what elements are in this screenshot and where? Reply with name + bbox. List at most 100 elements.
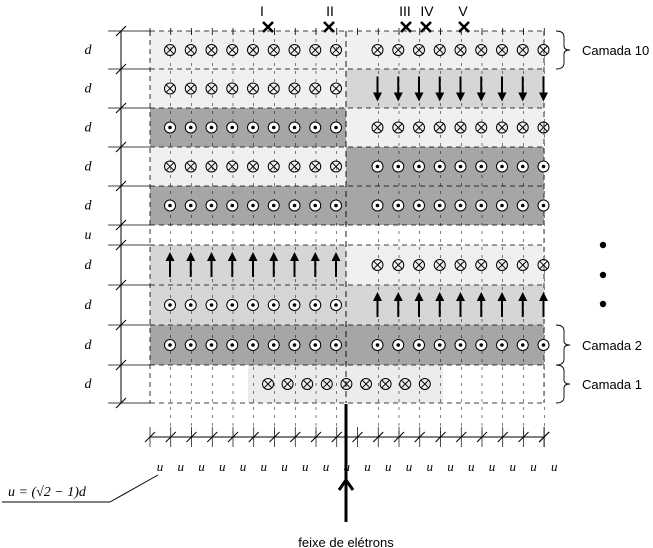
into-page-symbol xyxy=(205,82,218,95)
into-page-symbol xyxy=(205,44,218,56)
out-of-page-symbol xyxy=(433,339,446,351)
into-page-symbol xyxy=(205,160,218,173)
segment-label: u xyxy=(261,459,268,474)
into-page-symbol xyxy=(454,259,467,271)
into-page-symbol xyxy=(392,259,405,271)
layer-size-label: d xyxy=(85,160,93,175)
segment-label: u xyxy=(551,459,558,474)
out-of-page-symbol xyxy=(205,121,218,134)
arrow-head xyxy=(227,252,237,261)
ellipsis-dot xyxy=(599,271,607,279)
dimension-tick xyxy=(115,239,127,251)
into-page-symbol xyxy=(288,160,301,173)
out-of-page-symbol xyxy=(496,160,508,173)
layer-band-partial xyxy=(248,365,443,403)
dimension-tick xyxy=(115,141,127,153)
into-page-symbol xyxy=(301,378,314,390)
out-of-page-symbol xyxy=(288,299,301,311)
out-of-page-symbol xyxy=(454,199,467,212)
into-page-symbol xyxy=(516,259,529,271)
out-of-page-symbol xyxy=(413,199,425,212)
arrow-head xyxy=(414,92,424,102)
into-page-symbol xyxy=(371,44,384,56)
into-page-symbol xyxy=(537,121,550,134)
out-of-page-symbol xyxy=(288,199,301,212)
out-of-page-symbol xyxy=(413,339,425,351)
segment-label: u xyxy=(406,459,413,474)
dimension-tick xyxy=(115,279,127,291)
into-page-symbol xyxy=(379,378,392,390)
out-of-page-symbol xyxy=(330,199,342,212)
arrow-head xyxy=(207,252,216,261)
into-page-symbol xyxy=(475,44,488,56)
dimension-tick xyxy=(115,397,127,409)
into-page-symbol xyxy=(226,44,239,56)
into-page-symbol xyxy=(330,44,342,56)
dimension-tick xyxy=(248,431,260,443)
into-page-symbol xyxy=(413,121,425,134)
dimension-tick xyxy=(455,431,467,443)
layer-size-label: d xyxy=(85,258,93,273)
out-of-page-symbol xyxy=(247,199,259,212)
into-page-symbol xyxy=(496,121,508,134)
arrow-head xyxy=(476,292,486,301)
out-of-page-symbol xyxy=(205,339,218,351)
layer-size-label: d xyxy=(85,377,93,392)
into-page-symbol xyxy=(164,160,176,173)
segment-label: u xyxy=(302,459,309,474)
into-page-symbol xyxy=(288,82,301,95)
into-page-symbol xyxy=(267,160,280,173)
out-of-page-symbol xyxy=(371,339,384,351)
into-page-symbol xyxy=(184,82,197,95)
out-of-page-symbol xyxy=(184,299,197,311)
column-marker xyxy=(323,21,335,33)
out-of-page-symbol xyxy=(205,199,218,212)
segment-label: u xyxy=(198,459,205,474)
arrow-head xyxy=(497,292,507,301)
into-page-symbol xyxy=(516,121,529,134)
segment-label: u xyxy=(219,459,226,474)
dimension-tick xyxy=(186,431,197,443)
layer-tag: Camada 10 xyxy=(582,43,649,58)
brace-camada-2 xyxy=(555,324,571,366)
formula-annotation: u = (√2 − 1)d xyxy=(2,474,159,503)
arrow-head xyxy=(393,92,403,102)
arrow-head xyxy=(456,292,465,301)
out-of-page-symbol xyxy=(309,299,322,311)
column-marker xyxy=(400,21,412,33)
column-marker xyxy=(420,21,432,33)
into-page-symbol xyxy=(392,44,405,56)
dimension-tick xyxy=(115,180,127,192)
out-of-page-symbol xyxy=(330,121,342,134)
out-of-page-symbol xyxy=(226,121,239,134)
segment-label: u xyxy=(157,459,164,474)
into-page-symbol xyxy=(309,44,322,56)
out-of-page-symbol xyxy=(454,160,467,173)
segment-label: u xyxy=(510,459,517,474)
into-page-symbol xyxy=(475,259,488,271)
arrow-head xyxy=(435,292,445,301)
segment-label: u xyxy=(468,459,475,474)
layer-tag: Camada 1 xyxy=(582,377,642,392)
dimension-tick xyxy=(115,63,127,75)
into-page-symbol xyxy=(320,378,333,390)
into-page-symbol xyxy=(454,44,467,56)
arrow-head xyxy=(310,252,320,261)
into-page-symbol xyxy=(330,82,342,95)
into-page-symbol xyxy=(226,82,239,95)
formula-text: u = (√2 − 1)d xyxy=(8,485,87,500)
segment-label: u xyxy=(323,459,330,474)
out-of-page-symbol xyxy=(164,121,176,134)
out-of-page-symbol xyxy=(454,339,467,351)
into-page-symbol xyxy=(516,44,529,56)
out-of-page-symbol xyxy=(226,299,239,311)
out-of-page-symbol xyxy=(288,339,301,351)
into-page-symbol xyxy=(454,121,467,134)
arrow-head xyxy=(393,292,403,301)
into-page-symbol xyxy=(399,378,412,390)
out-of-page-symbol xyxy=(184,121,197,134)
ellipsis-dot xyxy=(599,241,607,249)
out-of-page-symbol xyxy=(413,160,425,173)
column-label: IV xyxy=(420,3,434,19)
into-page-symbol xyxy=(360,378,372,390)
